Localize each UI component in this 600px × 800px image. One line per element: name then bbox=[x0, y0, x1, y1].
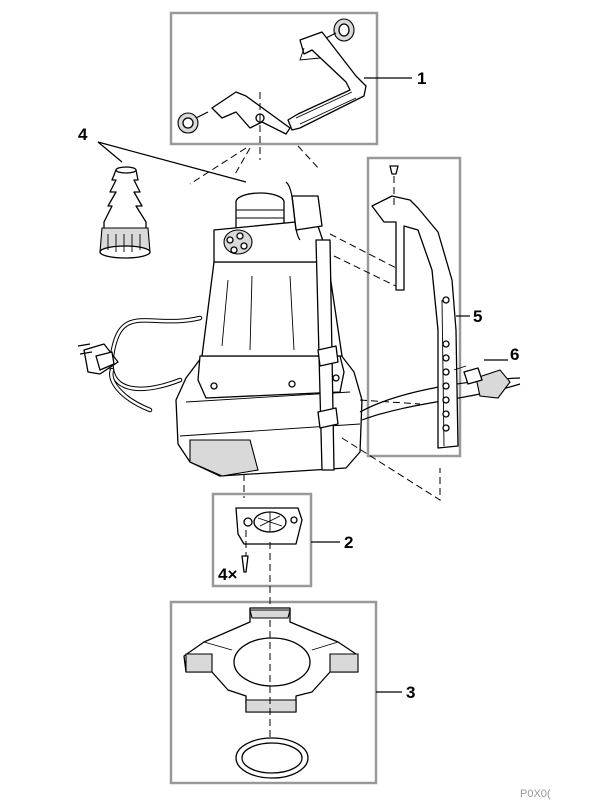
image-code: P0X0( bbox=[520, 788, 551, 800]
power-cable-drawing bbox=[77, 315, 203, 413]
base-stand-drawing bbox=[183, 607, 359, 713]
handle-drawing bbox=[177, 18, 367, 160]
callout-5: 5 bbox=[473, 307, 482, 326]
callout-3: 3 bbox=[406, 683, 415, 702]
callout-4x: 4× bbox=[218, 565, 237, 584]
callout-6: 6 bbox=[510, 345, 519, 364]
pump-body-drawing bbox=[175, 181, 363, 477]
box-part-5-float-rail bbox=[366, 156, 462, 458]
float-clip-drawing bbox=[453, 365, 511, 399]
callout-4: 4 bbox=[78, 125, 88, 144]
callout-2: 2 bbox=[344, 533, 353, 552]
float-rail-drawing bbox=[371, 165, 459, 449]
callout-1: 1 bbox=[417, 69, 426, 88]
sealing-ring-drawing bbox=[235, 737, 309, 779]
impeller-plate-drawing bbox=[235, 507, 303, 573]
box-part-2-impeller-plate bbox=[211, 492, 313, 588]
hose-adapter-drawing bbox=[99, 166, 151, 259]
